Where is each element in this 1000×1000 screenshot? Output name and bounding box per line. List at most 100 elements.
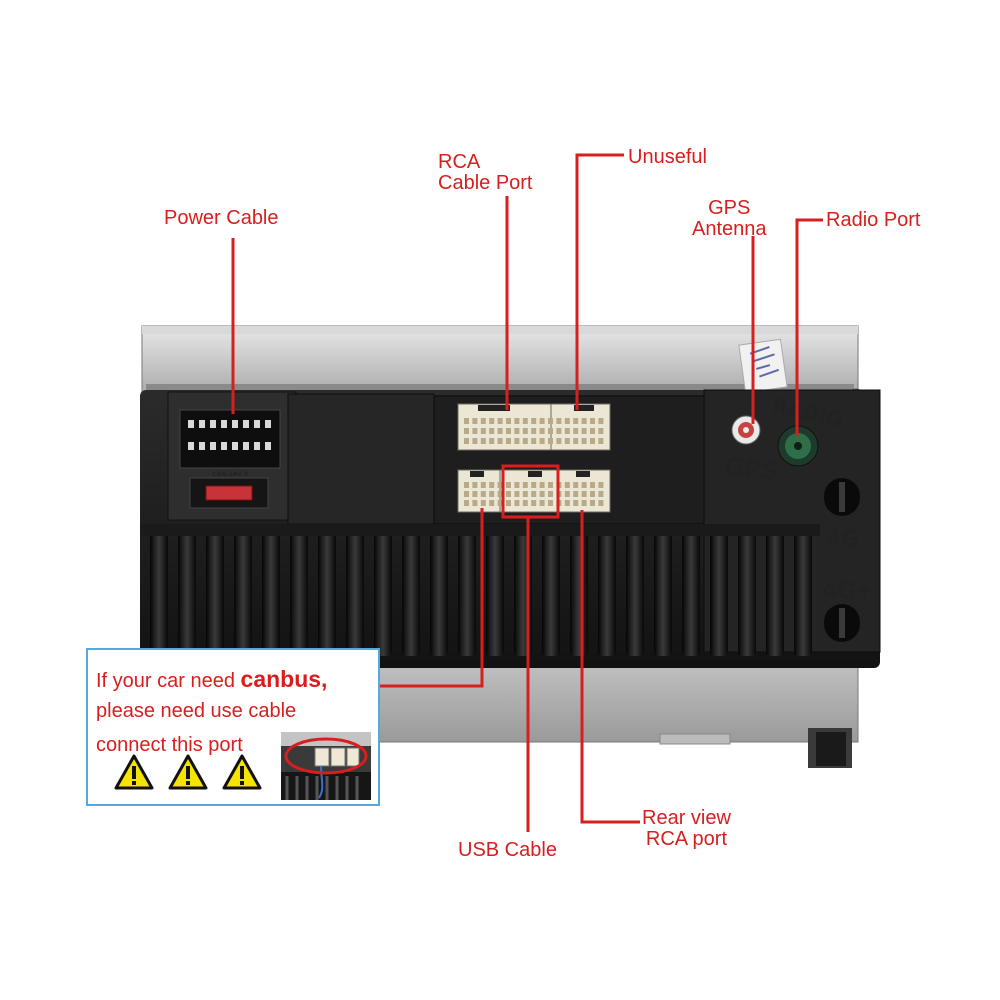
heat-sink-fin	[346, 532, 364, 656]
radio-jack	[777, 425, 819, 467]
radio-port-text: Radio Port	[826, 209, 921, 231]
connector-pin	[472, 428, 478, 434]
connector-pin	[598, 482, 604, 488]
connector-pin	[522, 438, 528, 444]
connector-pin	[556, 428, 562, 434]
radio-port-label: Radio Port	[826, 210, 921, 231]
connector-pin	[497, 418, 503, 424]
connector-pin	[556, 418, 562, 424]
connector-pin	[480, 500, 486, 506]
connector-pin	[464, 500, 469, 506]
power-pin	[199, 442, 205, 450]
connector-pin	[464, 491, 469, 497]
connector-pin	[489, 438, 495, 444]
heat-sink-fin	[402, 532, 420, 656]
heat-sink-fin	[682, 532, 700, 656]
heat-sink-fin	[290, 532, 308, 656]
power-pin	[199, 420, 205, 428]
heat-sink-fin	[486, 532, 504, 656]
gps-jack	[731, 415, 761, 445]
canbus-line-1-prefix: If your car need	[96, 670, 241, 692]
connector-pin	[539, 418, 545, 424]
connector-pin	[514, 500, 520, 506]
heat-sink-fin	[374, 532, 392, 656]
heat-sink-fins	[140, 524, 820, 656]
connector-pin	[514, 482, 520, 488]
connector-pin	[556, 438, 562, 444]
canbus-keyword: canbus,	[240, 666, 328, 692]
connector-pin	[480, 482, 486, 488]
heat-sink-fin	[318, 532, 336, 656]
gps-marking: GPS	[723, 452, 780, 486]
callout-lines	[231, 153, 823, 832]
rca-port-text: RCA port	[645, 828, 728, 850]
power-pin	[210, 420, 216, 428]
warning-icon	[222, 754, 262, 790]
canbus-note-box: If your car need canbus, please need use…	[86, 648, 380, 806]
heat-sink-fin	[206, 532, 224, 656]
connector-pin	[581, 438, 587, 444]
connector-pin	[497, 438, 503, 444]
connector-pin	[522, 500, 528, 506]
canbus-leader	[380, 508, 484, 688]
power-connector: CAN-24V 0	[179, 409, 281, 509]
connector-pin	[573, 491, 579, 497]
heat-sink-fin	[654, 532, 672, 656]
connector-pin	[573, 482, 579, 488]
connector-pin	[472, 438, 478, 444]
power-pin	[243, 442, 249, 450]
connector-pin	[531, 418, 537, 424]
connector-pin	[464, 428, 469, 434]
connector-pin	[539, 438, 545, 444]
heat-sink-fin	[458, 532, 476, 656]
heat-sink-fin	[626, 532, 644, 656]
heat-sink-fin	[234, 532, 252, 656]
connector-pin	[590, 482, 595, 488]
rear-view-leader	[580, 510, 640, 824]
connector-pin	[564, 438, 570, 444]
metal-chassis-top	[141, 325, 859, 397]
connector-pin	[506, 418, 511, 424]
connector-pin	[531, 500, 537, 506]
canbus-line-2: please need use cable	[96, 700, 297, 722]
connector-pin	[573, 500, 579, 506]
gps-text: GPS	[708, 197, 751, 219]
heat-sink-fin	[570, 532, 588, 656]
connector-pin	[539, 491, 545, 497]
four-g-plus-marking: 4G+	[822, 579, 874, 604]
connector-pin	[573, 418, 579, 424]
connector-pin	[548, 491, 553, 497]
connector-pin	[480, 428, 486, 434]
connector-pin	[581, 418, 587, 424]
heat-sink-fin	[430, 532, 448, 656]
canbus-line-1: If your car need canbus,	[96, 666, 327, 693]
heat-sink-fin	[178, 532, 196, 656]
connector-pin	[598, 428, 604, 434]
connector-pin	[598, 418, 604, 424]
connector-pin	[522, 428, 528, 434]
connector-pin	[564, 428, 570, 434]
power-pin	[232, 420, 238, 428]
connector-pin	[497, 500, 503, 506]
serial-sticker	[738, 338, 788, 394]
connector-pin	[539, 428, 545, 434]
connector-pin	[590, 500, 595, 506]
connector-pin	[590, 428, 595, 434]
canbus-line-3: connect this port	[96, 734, 243, 756]
connector-pin	[581, 500, 587, 506]
usb-cable-label: USB Cable	[458, 840, 557, 861]
connector-pin	[497, 491, 503, 497]
radio-port-leader	[795, 218, 823, 436]
heat-sink-fin	[710, 532, 728, 656]
warning-icon	[114, 754, 154, 790]
connector-pin	[548, 438, 553, 444]
connector-pin	[573, 438, 579, 444]
unuseful-label: Unuseful	[628, 147, 707, 168]
power-cable-text: Power Cable	[164, 207, 279, 229]
heat-sink-fin	[766, 532, 784, 656]
connector-pin	[472, 482, 478, 488]
connector-pin	[497, 428, 503, 434]
connector-pin	[531, 482, 537, 488]
heat-sink-fin	[738, 532, 756, 656]
